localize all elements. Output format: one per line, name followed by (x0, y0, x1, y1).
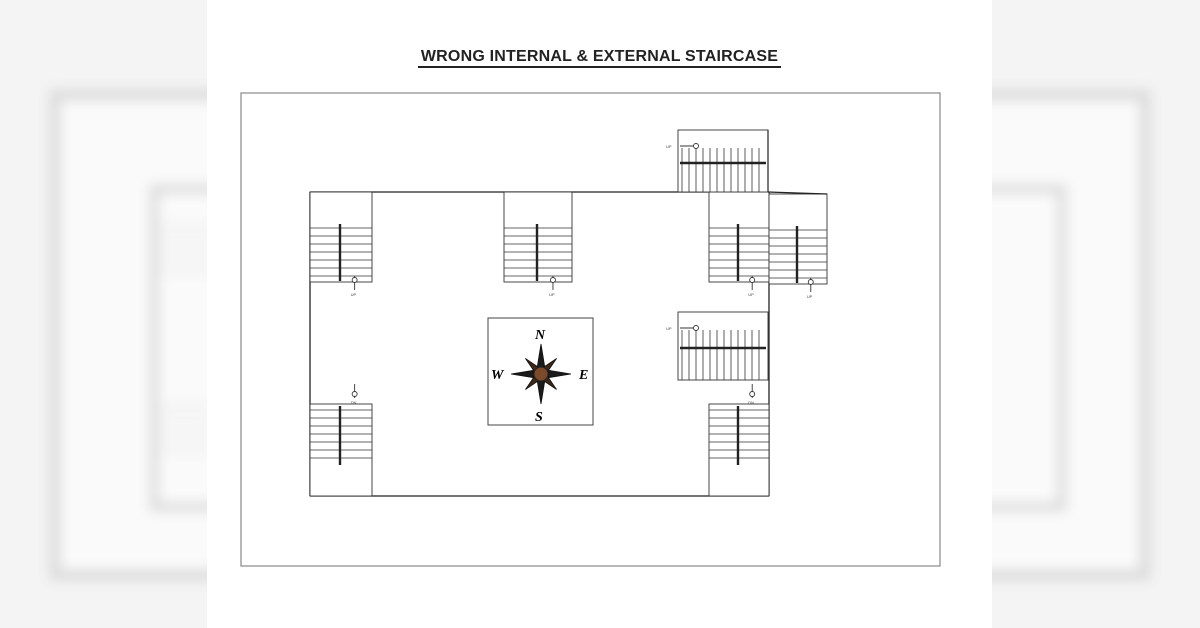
stair-external-north: UP (666, 129, 769, 193)
stair-east-middle: UP (666, 311, 769, 381)
compass-north: N (534, 328, 546, 343)
diagram-title: WRONG INTERNAL & EXTERNAL STAIRCASE (207, 48, 992, 68)
stair-arrow-icon (749, 276, 756, 290)
stair-north-east: UP (708, 191, 770, 297)
stair-label: UP (807, 294, 813, 299)
stair-label: DN (748, 400, 754, 405)
stair-north-center: UP (503, 191, 573, 297)
stair-north-west: UP (309, 191, 373, 297)
stair-arrow-icon (351, 276, 358, 290)
compass-west: W (491, 368, 505, 383)
stair-arrow-icon (749, 384, 756, 398)
stair-south-east: DN (708, 384, 770, 497)
stair-label: UP (666, 144, 672, 149)
stair-label: UP (748, 292, 754, 297)
stair-arrow-icon (550, 276, 556, 290)
compass-east: E (578, 368, 588, 383)
stair-label: UP (666, 326, 672, 331)
stair-label: UP (351, 292, 357, 297)
stair-arrow-icon (351, 384, 358, 398)
compass-rose-icon (510, 343, 572, 405)
stair-south-west: DN (309, 384, 373, 497)
staircases: UP UP UP UP DN DN UP UP (309, 129, 828, 497)
stair-external-east: UP (768, 193, 828, 299)
stair-arrow-icon (680, 143, 699, 149)
stair-label: DN (351, 400, 357, 405)
stair-label: UP (549, 292, 555, 297)
stair-arrow-icon (807, 278, 814, 292)
compass-south: S (535, 410, 543, 425)
stair-arrow-icon (680, 325, 699, 331)
floor-plan: UP UP UP UP DN DN UP UP N E S W (240, 92, 941, 567)
